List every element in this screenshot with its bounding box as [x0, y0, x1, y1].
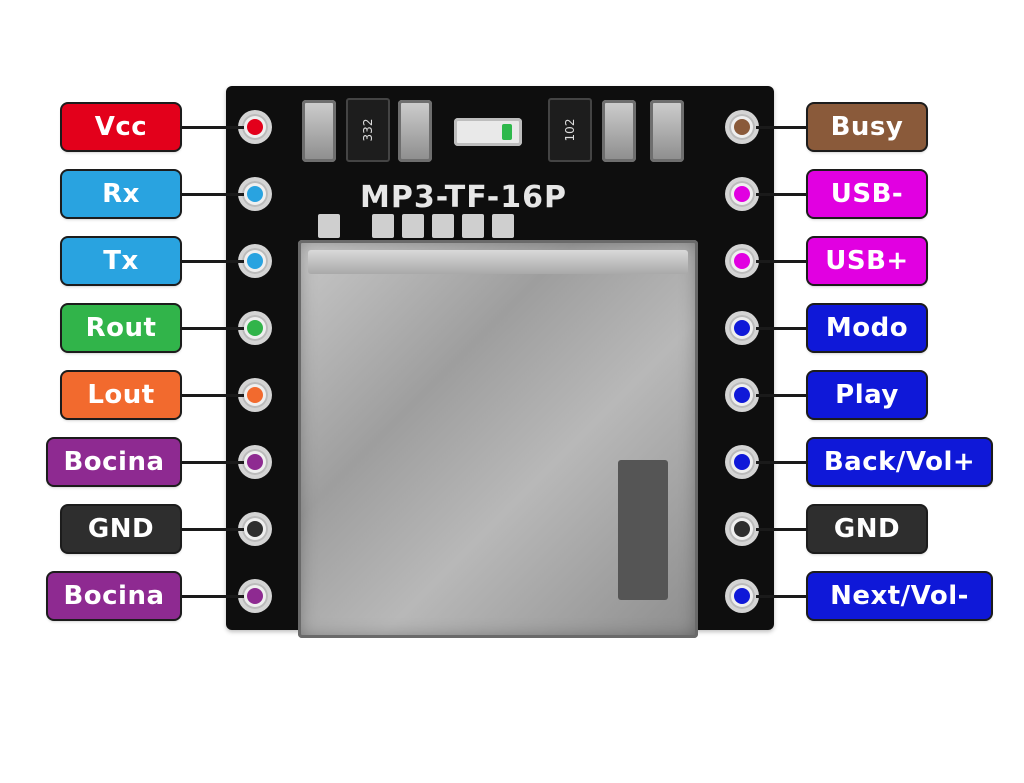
contact-pad [462, 214, 484, 238]
left-pin-hole [242, 248, 268, 274]
right-pin-leader-line [756, 528, 808, 531]
right-pin-leader-line [756, 126, 808, 129]
right-pin-hole [729, 114, 755, 140]
left-pin-label: Rout [62, 305, 180, 351]
left-pin-label: Bocina [48, 439, 180, 485]
contact-pad [432, 214, 454, 238]
left-pin-leader-line [180, 126, 244, 129]
board-silkscreen: MP3-TF-16P [360, 180, 567, 215]
left-pin-hole [242, 583, 268, 609]
capacitor-component [602, 100, 636, 162]
right-pin-label: Modo [808, 305, 926, 351]
contact-pad [372, 214, 394, 238]
left-pin-leader-line [180, 260, 244, 263]
left-pin-leader-line [180, 528, 244, 531]
contact-pad [402, 214, 424, 238]
right-pin-leader-line [756, 193, 808, 196]
card-slot-lip [308, 250, 688, 274]
capacitor-component [650, 100, 684, 162]
left-pin-leader-line [180, 461, 244, 464]
contact-pad [318, 214, 340, 238]
right-pin-label: GND [808, 506, 926, 552]
right-pin-label: USB- [808, 171, 926, 217]
left-pin-leader-line [180, 595, 244, 598]
right-pin-hole [729, 315, 755, 341]
right-pin-label: Back/Vol+ [808, 439, 991, 485]
left-pin-label: Bocina [48, 573, 180, 619]
right-pin-label: Busy [808, 104, 926, 150]
right-pin-hole [729, 248, 755, 274]
left-pin-hole [242, 114, 268, 140]
right-pin-leader-line [756, 394, 808, 397]
right-pin-label: Play [808, 372, 926, 418]
right-pin-leader-line [756, 327, 808, 330]
card-latch [618, 460, 668, 600]
right-pin-label: USB+ [808, 238, 926, 284]
capacitor-component [398, 100, 432, 162]
status-led [454, 118, 522, 146]
right-pin-hole [729, 583, 755, 609]
right-pin-hole [729, 449, 755, 475]
left-pin-hole [242, 315, 268, 341]
right-pin-leader-line [756, 595, 808, 598]
resistor-chip-102: 102 [548, 98, 592, 162]
chip-code: 332 [361, 118, 375, 142]
left-pin-label: Vcc [62, 104, 180, 150]
left-pin-hole [242, 181, 268, 207]
left-pin-label: Lout [62, 372, 180, 418]
right-pin-hole [729, 181, 755, 207]
left-pin-label: Tx [62, 238, 180, 284]
left-pin-hole [242, 449, 268, 475]
resistor-chip-332: 332 [346, 98, 390, 162]
left-pin-label: GND [62, 506, 180, 552]
tf-card-slot [298, 240, 698, 638]
chip-code: 102 [563, 118, 577, 142]
right-pin-leader-line [756, 260, 808, 263]
capacitor-component [302, 100, 336, 162]
left-pin-hole [242, 516, 268, 542]
right-pin-hole [729, 516, 755, 542]
left-pin-hole [242, 382, 268, 408]
right-pin-leader-line [756, 461, 808, 464]
right-pin-label: Next/Vol- [808, 573, 991, 619]
left-pin-leader-line [180, 193, 244, 196]
left-pin-label: Rx [62, 171, 180, 217]
left-pin-leader-line [180, 327, 244, 330]
right-pin-hole [729, 382, 755, 408]
left-pin-leader-line [180, 394, 244, 397]
contact-pad [492, 214, 514, 238]
